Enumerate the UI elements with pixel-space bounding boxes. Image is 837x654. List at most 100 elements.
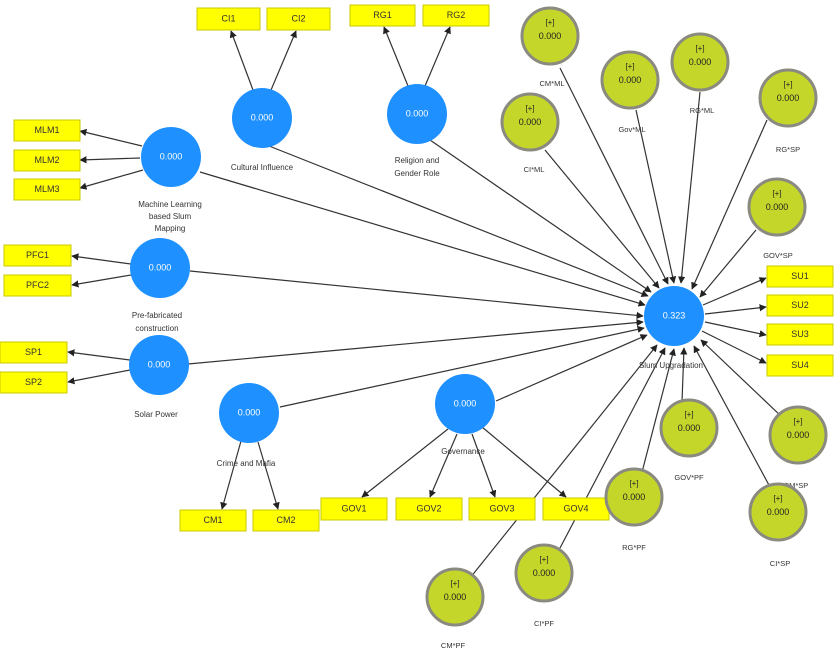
structural-paths [187,139,652,408]
path-pfc-to-su [189,270,644,319]
latent-slum-upgradation[interactable]: 0.323 Slum Upgradation [639,286,704,370]
path-rg-rg2 [424,26,451,87]
path-mlm-mlm2 [79,156,141,164]
moderator-rg-pf[interactable]: [+] 0.000 RG*PF [604,467,664,552]
moderator-plus: [+] [773,494,782,503]
path-gov-pf-to-su [680,347,688,403]
latent-label-line2: based Slum [149,212,192,221]
moderator-cm-ml[interactable]: [+] 0.000 CM*ML [520,6,580,88]
indicator-sp2[interactable]: SP2 [0,371,68,394]
indicator-rg2[interactable]: RG2 [422,4,490,27]
indicator-label: GOV1 [341,503,366,513]
indicator-label: SU4 [791,360,809,370]
moderator-label: RG*SP [776,145,800,154]
path-cm-ml-to-su [559,67,669,285]
moderator-rg-ml[interactable]: [+] 0.000 RG*ML [670,32,730,115]
latent-value: 0.323 [663,310,686,320]
indicator-mlm2[interactable]: MLM2 [13,149,81,172]
path-pfc-pfc2 [71,274,132,288]
indicator-pfc2[interactable]: PFC2 [3,274,72,297]
path-sp-to-su [187,319,644,365]
indicator-cm2[interactable]: CM2 [252,509,320,532]
moderator-ci-ml[interactable]: [+] 0.000 CI*ML [500,92,560,174]
latent-value: 0.000 [149,262,172,272]
indicator-gov3[interactable]: GOV3 [468,497,536,521]
indicator-su2[interactable]: SU2 [766,294,834,317]
latent-religion-gender-role[interactable]: 0.000 Religion and Gender Role [387,84,447,178]
indicator-label: GOV2 [416,503,441,513]
latent-solar-power[interactable]: 0.000 Solar Power [129,335,189,419]
moderator-plus: [+] [450,579,459,588]
latent-crime-and-mafia[interactable]: 0.000 Crime and Mafia [217,383,279,468]
path-cm-to-su [279,325,645,408]
moderator-gov-sp[interactable]: [+] 0.000 GOV*SP [747,177,807,260]
latent-label-line1: Pre-fabricated [132,311,182,320]
moderator-cm-pf[interactable]: [+] 0.000 CM*PF [425,567,485,650]
latent-value: 0.000 [251,112,274,122]
indicator-mlm3[interactable]: MLM3 [13,178,81,201]
moderator-cm-sp[interactable]: [+] 0.000 CM*SP [768,405,828,490]
latent-governance[interactable]: 0.000 Governance [435,374,495,456]
indicator-label: SP2 [25,377,42,387]
moderator-value: 0.000 [777,93,800,103]
moderator-label: Gov*ML [618,125,645,134]
indicator-sp1[interactable]: SP1 [0,341,68,364]
indicator-rg1[interactable]: RG1 [349,4,416,27]
moderator-plus: [+] [684,410,693,419]
latent-label-line3: Mapping [155,224,186,233]
moderator-value: 0.000 [623,492,646,502]
moderator-plus: [+] [525,104,534,113]
indicator-su1[interactable]: SU1 [766,265,834,288]
moderator-value: 0.000 [767,507,790,517]
latent-prefabricated-construction[interactable]: 0.000 Pre-fabricated construction [130,238,190,333]
path-su-su4 [701,330,767,364]
moderator-value: 0.000 [519,117,542,127]
latent-ml-slum-mapping[interactable]: 0.000 Machine Learning based Slum Mappin… [138,127,202,233]
moderator-plus: [+] [695,44,704,53]
moderator-label: GOV*PF [674,473,704,482]
indicator-su3[interactable]: SU3 [766,323,834,346]
path-pfc-pfc1 [71,253,132,265]
latent-value: 0.000 [238,407,261,417]
moderator-gov-pf[interactable]: [+] 0.000 GOV*PF [659,398,719,482]
latent-value: 0.000 [406,108,429,118]
moderator-gov-ml[interactable]: [+] 0.000 Gov*ML [600,50,660,134]
path-rg-rg1 [383,26,409,87]
indicator-label: SU3 [791,329,809,339]
moderator-plus: [+] [783,80,792,89]
moderator-label: CI*ML [524,165,545,174]
indicator-ci1[interactable]: CI1 [196,7,261,31]
indicator-mlm1[interactable]: MLM1 [13,119,81,142]
indicator-label: SU2 [791,300,809,310]
indicator-gov1[interactable]: GOV1 [320,497,388,521]
moderator-value: 0.000 [689,57,712,67]
indicator-pfc1[interactable]: PFC1 [3,244,72,267]
indicator-label: CI1 [221,13,235,23]
path-ci-sp-to-su [693,345,771,488]
moderator-ci-pf[interactable]: [+] 0.000 CI*PF [514,543,574,628]
indicator-label: MLM2 [34,155,59,165]
path-cm-cm1 [220,440,242,510]
latent-label-line1: Religion and [395,156,439,165]
moderator-value: 0.000 [444,592,467,602]
indicator-label: CM1 [203,515,222,525]
indicator-label: GOV3 [489,503,514,513]
moderator-rg-sp[interactable]: [+] 0.000 RG*SP [758,68,818,154]
moderator-ci-sp[interactable]: [+] 0.000 CI*SP [748,482,808,568]
path-gov-gov1 [361,428,449,498]
moderator-plus: [+] [772,189,781,198]
path-su-su1 [702,277,767,306]
latent-label: Crime and Mafia [217,459,276,468]
latent-cultural-influence[interactable]: 0.000 Cultural Influence [231,88,294,172]
indicator-ci2[interactable]: CI2 [266,7,331,31]
path-cm-sp-to-su [700,339,783,418]
indicator-gov4[interactable]: GOV4 [542,497,610,521]
path-ci-ci1 [229,30,254,91]
indicator-cm1[interactable]: CM1 [179,509,247,532]
latent-label-line2: construction [135,324,178,333]
path-gov-ml-to-su [635,109,677,284]
indicator-su4[interactable]: SU4 [766,354,834,377]
indicator-gov2[interactable]: GOV2 [395,497,463,521]
latent-value: 0.000 [160,151,183,161]
